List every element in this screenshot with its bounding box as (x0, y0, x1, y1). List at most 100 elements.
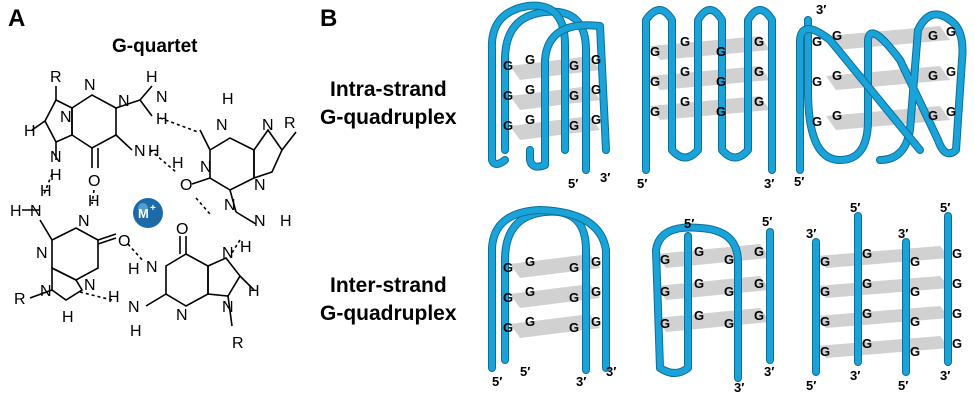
atom-label: R (14, 291, 26, 308)
atom-label: N (128, 299, 140, 316)
strand-end-label: 3′ (898, 226, 908, 241)
hydrogen-bond (159, 117, 199, 133)
atom-label: H (24, 123, 36, 140)
g-quartet-plane (510, 314, 600, 338)
guanine-label: G (862, 306, 872, 321)
atom-label: N (222, 245, 234, 262)
inter-quadruplex-1: G G G G G G G G G G G G 5′ 5′ 3′ 3′ (488, 206, 616, 389)
hydrogen-bond (195, 197, 211, 215)
guanine-label: G (694, 244, 704, 259)
g-quartet-plane (816, 246, 950, 268)
metal-ion: M + (133, 198, 163, 228)
guanine-label: G (862, 246, 872, 261)
chemical-bond (139, 99, 153, 117)
guanine-label: G (952, 306, 962, 321)
atom-label: H (148, 143, 160, 160)
g-quartet-plane (510, 116, 600, 140)
atom-label: R (50, 69, 62, 86)
panel-a-label: A (8, 5, 25, 32)
guanine-label: G (525, 112, 535, 127)
guanine-label: G (660, 284, 670, 299)
guanine-label: G (724, 252, 734, 267)
hydrogen-bond (91, 189, 95, 205)
guanine-label: G (694, 308, 704, 323)
guanine-label: G (754, 94, 764, 109)
atom-label: O (118, 233, 130, 250)
atom-label: H (108, 289, 120, 306)
guanine-label: G (680, 94, 690, 109)
strand-end-label: 3′ (764, 176, 774, 191)
atom-label: N (176, 307, 188, 324)
strand-end-label: 3′ (850, 368, 860, 383)
ring (253, 128, 283, 180)
g-quartet-plane (510, 56, 600, 80)
guanine-label: G (946, 104, 956, 119)
intra-label-line1: Intra-strand (330, 78, 447, 101)
atom-label: H (146, 69, 158, 86)
guanine-label: G (525, 52, 535, 67)
atom-label: R (284, 115, 296, 132)
atom-label: N (134, 143, 146, 160)
guanine-label: G (680, 34, 690, 49)
guanine-label: G (716, 44, 726, 59)
guanine-label: G (650, 44, 660, 59)
chemical-bond (191, 177, 211, 185)
chemical-bond (227, 295, 233, 327)
atom-label: O (180, 177, 192, 194)
atom-label: N (262, 117, 274, 134)
guanine-label: G (832, 68, 842, 83)
dna-strand (653, 224, 741, 381)
strand-end-label: 3′ (806, 226, 816, 241)
guanine-label: G (591, 112, 601, 127)
strand-end-label: 5′ (684, 216, 694, 231)
guanine-label: G (525, 82, 535, 97)
dna-strand (805, 11, 966, 163)
guanine-label: G (832, 108, 842, 123)
strand-end-label: 5′ (940, 200, 950, 215)
atom-label: H (88, 193, 100, 210)
atom-label: H (172, 155, 184, 172)
atom-label: N (254, 177, 266, 194)
atom-label: N (224, 197, 236, 214)
g-quartet-plane (650, 66, 770, 90)
guanine-label: G (569, 118, 579, 133)
guanine-label: G (754, 308, 764, 323)
strand-end-label: 5′ (762, 214, 772, 229)
chemical-bond (281, 131, 297, 151)
intra-quadruplex-1: G G G G G G G G G G G G 5′ 3′ (487, 1, 610, 191)
chemical-bond (29, 289, 53, 299)
guanine-label: G (569, 290, 579, 305)
guanine-label: G (569, 260, 579, 275)
strand-end-label: 5′ (568, 176, 578, 191)
chemical-bond (39, 219, 53, 241)
atom-label: N (156, 89, 168, 106)
g-quartet-plane (656, 308, 770, 332)
guanine-label: G (591, 314, 601, 329)
atom-label: H (280, 213, 292, 230)
chemical-bond (145, 293, 167, 307)
strand-end-label: 5′ (637, 176, 647, 191)
chemical-bond (115, 99, 141, 109)
strand-end-label: 5′ (794, 174, 804, 189)
g-quartet-plane (650, 96, 770, 120)
guanine-label: G (754, 34, 764, 49)
strand-end-label: 5′ (850, 200, 860, 215)
intra-label-line2: G-quadruplex (320, 106, 457, 129)
strand-end-label: 3′ (600, 170, 610, 185)
atom-label: N (30, 203, 42, 220)
guanine-label: G (812, 114, 822, 129)
guanine-label: G (525, 284, 535, 299)
chemical-bond (235, 211, 257, 225)
atom-label: N (222, 299, 234, 316)
guanine-label: G (591, 254, 601, 269)
strand-end-label: 3′ (576, 374, 586, 389)
atom-label: O (88, 173, 100, 190)
guanine-label: G (503, 290, 513, 305)
atom-label: H (50, 167, 62, 184)
ring (165, 253, 209, 307)
g-quartet-plane (816, 306, 950, 328)
guanine-label: G (503, 118, 513, 133)
guanine-label: G (910, 344, 920, 359)
g-quartet-plane (656, 244, 770, 268)
